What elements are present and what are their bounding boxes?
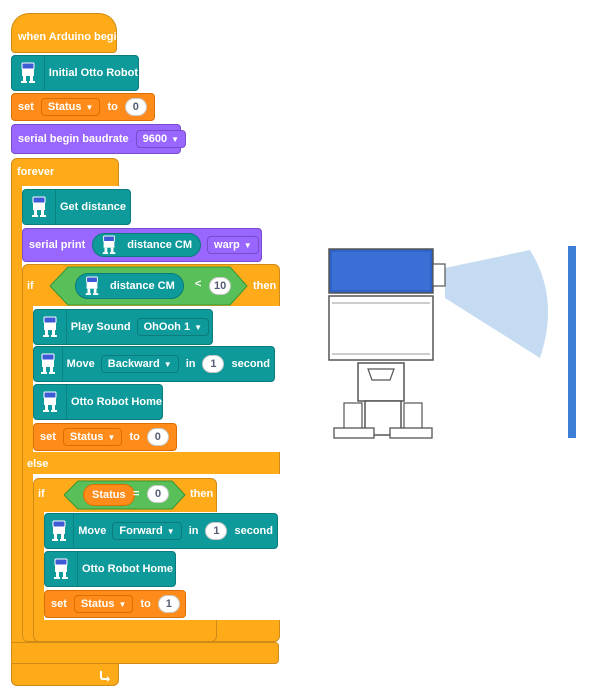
chevron-down-icon: ▼ xyxy=(85,102,94,112)
status-variable-reporter[interactable]: Status xyxy=(83,484,135,506)
serial-begin-block[interactable]: serial begin baudrate 9600▼ xyxy=(11,124,187,154)
if-label: if xyxy=(27,280,34,292)
otto-robot-icon xyxy=(23,190,56,224)
hat-label: when Arduino begin xyxy=(18,31,124,43)
play-sound-label: Play Sound xyxy=(70,321,131,333)
otto-robot-home-block-2[interactable]: Otto Robot Home xyxy=(44,551,176,587)
when-arduino-begin-hat[interactable]: when Arduino begin xyxy=(11,13,123,53)
otto-robot-icon xyxy=(45,552,78,586)
baud-dropdown[interactable]: 9600▼ xyxy=(135,130,187,148)
unit-label: second xyxy=(231,358,270,370)
loop-arrow-icon xyxy=(98,668,112,682)
less-than-operator[interactable]: distance CM < 10 xyxy=(50,266,248,306)
serial-print-block[interactable]: serial print distance CM warp▼ xyxy=(22,228,262,262)
variable-name: Status xyxy=(92,489,126,501)
to-label: to xyxy=(107,101,118,113)
variable-dropdown[interactable]: Status▼ xyxy=(40,98,101,116)
move-label: Move xyxy=(78,525,107,537)
chevron-down-icon: ▼ xyxy=(166,526,175,536)
otto-robot-icon xyxy=(12,56,45,90)
variable-dropdown[interactable]: Status▼ xyxy=(73,595,134,613)
otto-robot-icon xyxy=(95,234,123,256)
forever-inner-bottom xyxy=(11,642,279,664)
in-label: in xyxy=(188,525,199,537)
get-distance-label: Get distance xyxy=(60,201,127,213)
otto-robot-icon xyxy=(45,514,75,548)
otto-robot-icon xyxy=(34,347,63,381)
set-status-block-b[interactable]: set Status▼ to 1 xyxy=(44,590,186,618)
variable-name: Status xyxy=(47,101,82,113)
print-mode-dropdown[interactable]: warp▼ xyxy=(207,236,259,254)
chevron-down-icon: ▼ xyxy=(163,359,172,369)
reporter-label: distance CM xyxy=(127,239,193,251)
serial-print-label: serial print xyxy=(29,239,86,251)
set-status-initial-block[interactable]: set Status▼ to 0 xyxy=(11,93,155,121)
chevron-down-icon: ▼ xyxy=(107,432,116,442)
initial-otto-label: Initial Otto Robot xyxy=(48,67,138,79)
unit-label: second xyxy=(234,525,273,537)
value-input[interactable]: 1 xyxy=(157,595,180,613)
set-label: set xyxy=(18,101,34,113)
variable-dropdown[interactable]: Status▼ xyxy=(62,428,123,446)
otto-robot-home-block-1[interactable]: Otto Robot Home xyxy=(33,384,163,420)
distance-cm-reporter[interactable]: distance CM xyxy=(75,273,184,299)
chevron-down-icon: ▼ xyxy=(194,322,202,332)
operator-symbol: < xyxy=(195,278,202,290)
otto-robot-illustration xyxy=(320,228,590,443)
move-label: Move xyxy=(66,358,95,370)
initial-otto-robot-block[interactable]: Initial Otto Robot xyxy=(11,55,139,91)
otto-robot-icon xyxy=(78,275,106,297)
duration-input[interactable]: 1 xyxy=(205,522,228,540)
to-label: to xyxy=(129,431,140,443)
compare-value-input[interactable]: 10 xyxy=(209,277,232,295)
direction-value: Forward xyxy=(119,525,163,537)
distance-cm-reporter[interactable]: distance CM xyxy=(92,233,202,257)
else-label: else xyxy=(27,458,49,470)
move-backward-block[interactable]: Move Backward▼ in 1 second xyxy=(33,346,275,382)
compare-value-input[interactable]: 0 xyxy=(147,485,169,503)
set-label: set xyxy=(40,431,56,443)
equals-operator[interactable]: Status = 0 xyxy=(64,480,186,510)
chevron-down-icon: ▼ xyxy=(118,599,127,609)
print-mode: warp xyxy=(214,239,240,251)
baud-value: 9600 xyxy=(142,133,168,145)
reporter-label: distance CM xyxy=(110,280,175,292)
forever-label: forever xyxy=(17,166,55,178)
serial-begin-label: serial begin baudrate xyxy=(18,133,129,145)
in-label: in xyxy=(185,358,196,370)
otto-robot-icon xyxy=(34,385,67,419)
wall-shape xyxy=(568,246,576,438)
value-input[interactable]: 0 xyxy=(146,428,169,446)
direction-value: Backward xyxy=(107,358,160,370)
get-distance-block[interactable]: Get distance xyxy=(22,189,131,225)
move-forward-block[interactable]: Move Forward▼ in 1 second xyxy=(44,513,278,549)
set-label: set xyxy=(51,598,67,610)
sensor-beam-shape xyxy=(445,250,548,358)
value-input[interactable]: 0 xyxy=(124,98,147,116)
direction-dropdown[interactable]: Backward▼ xyxy=(100,355,179,373)
variable-name: Status xyxy=(80,598,115,610)
play-sound-block[interactable]: Play Sound OhOoh 1▼ xyxy=(33,309,213,345)
sound-name: OhOoh 1 xyxy=(143,321,191,333)
duration-input[interactable]: 1 xyxy=(202,355,225,373)
variable-name: Status xyxy=(69,431,104,443)
then-label: then xyxy=(253,280,277,292)
operator-symbol: = xyxy=(133,488,140,500)
set-status-block-a[interactable]: set Status▼ to 0 xyxy=(33,423,177,451)
otto-robot-icon xyxy=(34,310,67,344)
home-label: Otto Robot Home xyxy=(82,563,174,575)
home-label: Otto Robot Home xyxy=(70,396,162,408)
chevron-down-icon: ▼ xyxy=(171,134,180,144)
chevron-down-icon: ▼ xyxy=(243,240,252,250)
to-label: to xyxy=(140,598,151,610)
sound-dropdown[interactable]: OhOoh 1▼ xyxy=(136,318,209,336)
direction-dropdown[interactable]: Forward▼ xyxy=(112,522,182,540)
inner-if-label: if xyxy=(38,488,45,500)
inner-then-label: then xyxy=(190,488,214,500)
